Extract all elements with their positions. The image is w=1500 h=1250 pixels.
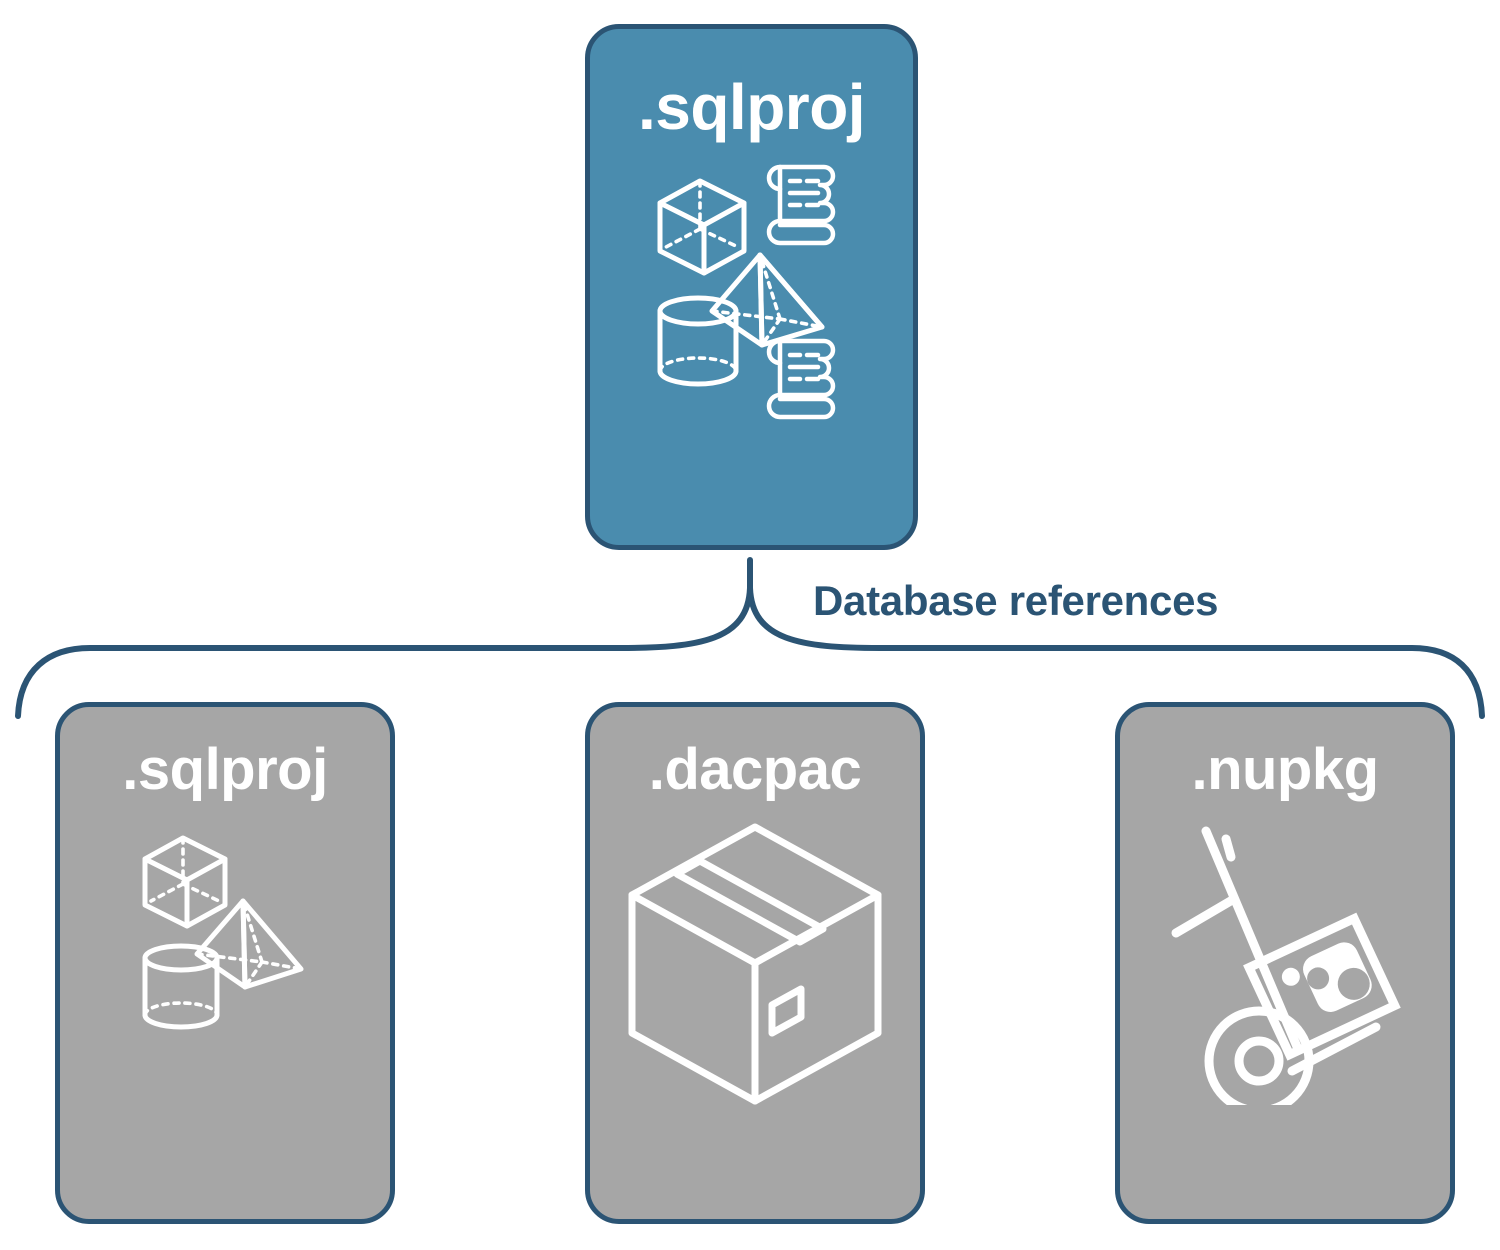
scroll-document-icon [766,338,835,420]
cylinder-wireframe-icon [657,295,738,387]
database-objects-icon [142,835,304,1030]
cube-wireframe-icon [142,835,228,929]
database-objects-icon [657,164,835,420]
cylinder-wireframe-icon [142,943,220,1030]
root-card-icon-group [652,159,852,429]
connector-label: Database references [813,577,1219,624]
pyramid-wireframe-icon [709,252,824,348]
root-card-title: .sqlproj [637,71,866,143]
package-box-icon [628,823,882,1105]
reference-card-nupkg[interactable]: .nupkg [1115,702,1455,1224]
reference-card-icon-group [1158,821,1412,1105]
cube-wireframe-icon [657,178,746,276]
brace-left-arm [15,585,753,719]
reference-card-sqlproj[interactable]: .sqlproj [55,702,395,1224]
reference-card-title: .nupkg [1191,737,1379,802]
reference-card-dacpac[interactable]: .dacpac [585,702,925,1224]
pyramid-wireframe-icon [194,898,304,990]
root-sqlproj-card[interactable]: .sqlproj [585,24,918,550]
reference-card-title: .sqlproj [122,737,328,802]
hand-truck-package-icon [1171,826,1401,1105]
reference-card-title: .dacpac [648,737,862,802]
reference-card-icon-group [624,821,886,1107]
reference-card-icon-group [125,821,325,1051]
scroll-document-icon [766,164,835,246]
